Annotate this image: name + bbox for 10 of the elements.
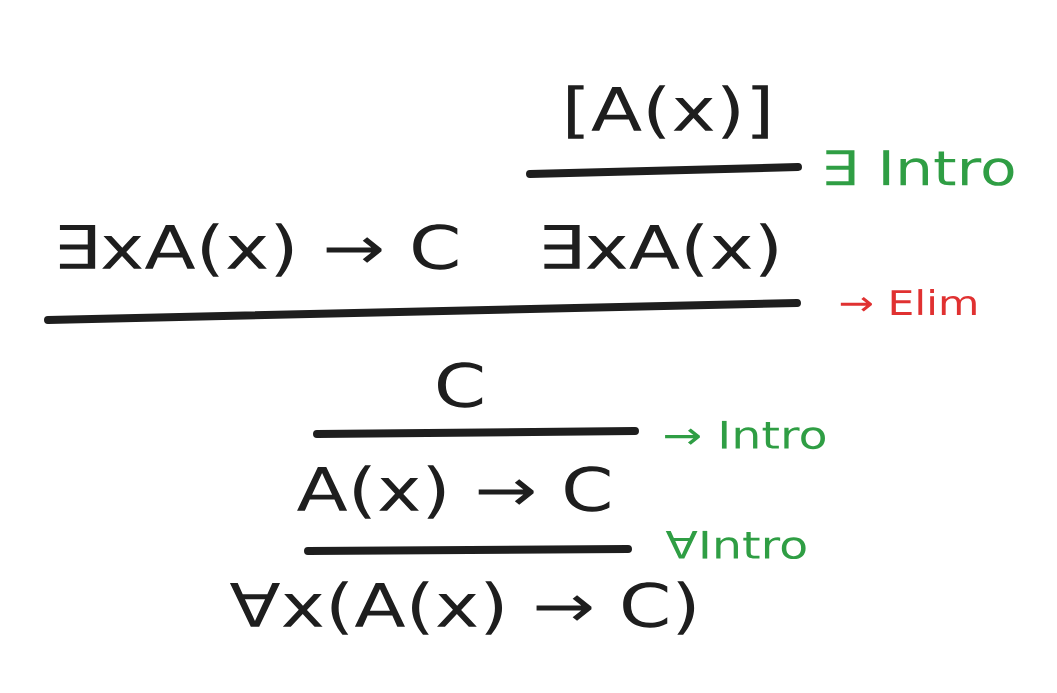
rule-label: ∃ Intro	[826, 150, 1014, 186]
rule-label: ∀Intro	[665, 530, 806, 560]
formula: A(x) → C	[297, 465, 610, 519]
formula: ∃xA(x) → C	[59, 223, 458, 277]
formula: C	[438, 362, 483, 408]
rule-label: → Intro	[665, 420, 825, 450]
formula: ∃xA(x)	[544, 223, 777, 277]
formula: [A(x)]	[568, 85, 768, 139]
rule-label: → Elim	[840, 289, 976, 315]
formula: ∀x(A(x) → C)	[229, 581, 695, 635]
